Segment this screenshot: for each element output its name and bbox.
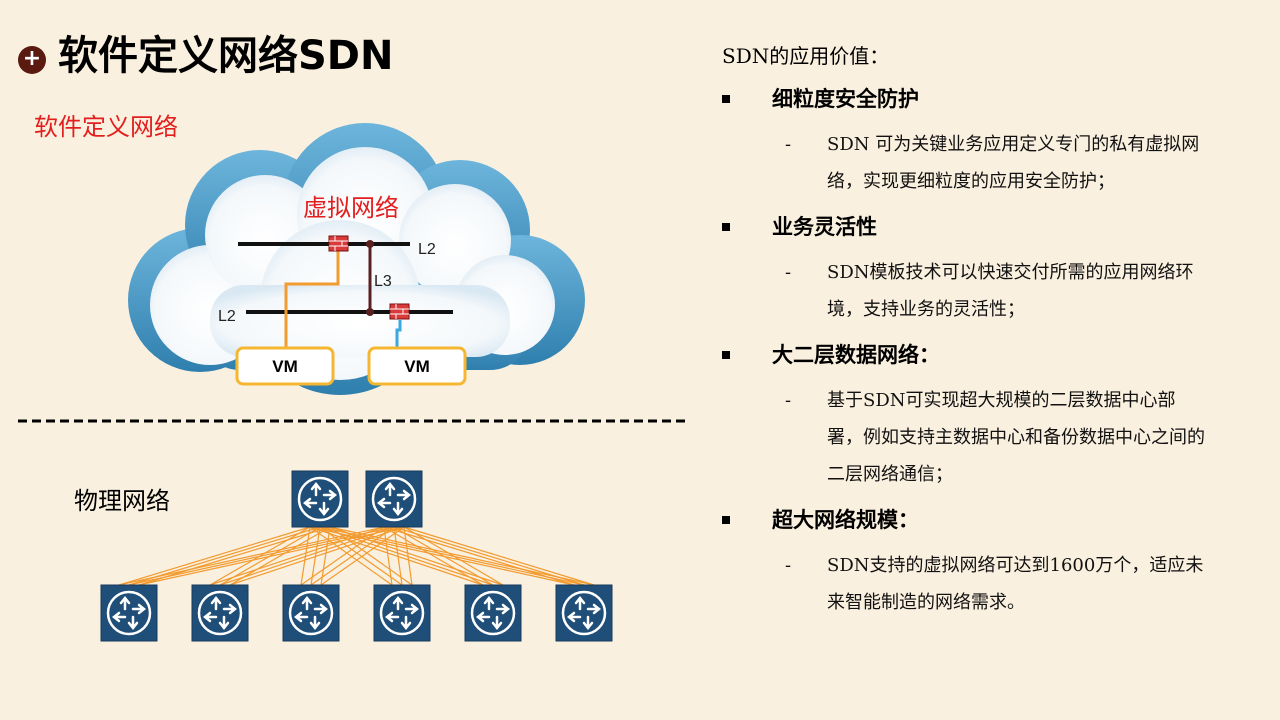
item-desc: 基于SDN可实现超大规模的二层数据中心部署，例如支持主数据中心和备份数据中心之间… <box>827 390 1205 485</box>
item-desc: SDN支持的虚拟网络可达到1600万个，适应未来智能制造的网络需求。 <box>827 555 1204 613</box>
value-panel: SDN的应用价值： 细粒度安全防护 -SDN 可为关键业务应用定义专门的私有虚拟… <box>722 38 1262 629</box>
item-desc: SDN模板技术可以快速交付所需的应用网络环境，支持业务的灵活性； <box>827 262 1194 320</box>
square-bullet-icon <box>722 351 730 359</box>
value-item: 大二层数据网络： -基于SDN可实现超大规模的二层数据中心部署，例如支持主数据中… <box>722 336 1262 493</box>
item-title: 业务灵活性 <box>772 214 877 239</box>
vm-box: VM <box>367 346 467 386</box>
router-icon <box>464 584 522 642</box>
value-heading: SDN的应用价值： <box>722 44 890 68</box>
router-icon <box>291 470 349 528</box>
item-title: 超大网络规模： <box>772 507 919 532</box>
router-icon <box>365 470 423 528</box>
cloud-shape <box>128 123 585 395</box>
network-diagram: 虚拟网络 L2 L3 L2 VM VM <box>18 123 688 642</box>
square-bullet-icon <box>722 516 730 524</box>
value-item: 细粒度安全防护 -SDN 可为关键业务应用定义专门的私有虚拟网络，实现更细粒度的… <box>722 80 1262 200</box>
square-bullet-icon <box>722 223 730 231</box>
router-icon <box>555 584 613 642</box>
physical-links <box>118 526 595 586</box>
virtual-network-label: 虚拟网络 <box>303 194 399 222</box>
sdn-subtitle: 软件定义网络 <box>34 113 178 141</box>
firewall-icon <box>389 303 410 320</box>
router-icon <box>191 584 249 642</box>
l3-label: L3 <box>374 273 392 290</box>
l2-top-label: L2 <box>418 241 436 258</box>
item-title: 细粒度安全防护 <box>772 86 919 111</box>
router-icon <box>373 584 431 642</box>
virtual-links <box>238 240 453 350</box>
physical-network-label: 物理网络 <box>74 487 170 515</box>
value-item: 超大网络规模： -SDN支持的虚拟网络可达到1600万个，适应未来智能制造的网络… <box>722 501 1262 621</box>
value-item: 业务灵活性 -SDN模板技术可以快速交付所需的应用网络环境，支持业务的灵活性； <box>722 208 1262 328</box>
firewall-icon <box>328 235 349 252</box>
plus-circle-icon: + <box>18 46 46 74</box>
router-group <box>100 470 613 642</box>
vm-label: VM <box>272 357 298 376</box>
page-title: 软件定义网络SDN <box>58 33 394 79</box>
vm-label: VM <box>404 357 430 376</box>
l2-bottom-label: L2 <box>218 308 236 325</box>
vm-box: VM <box>235 346 335 386</box>
item-title: 大二层数据网络： <box>772 342 940 367</box>
router-icon <box>100 584 158 642</box>
router-icon <box>282 584 340 642</box>
item-desc: SDN 可为关键业务应用定义专门的私有虚拟网络，实现更细粒度的应用安全防护； <box>827 134 1200 192</box>
square-bullet-icon <box>722 95 730 103</box>
